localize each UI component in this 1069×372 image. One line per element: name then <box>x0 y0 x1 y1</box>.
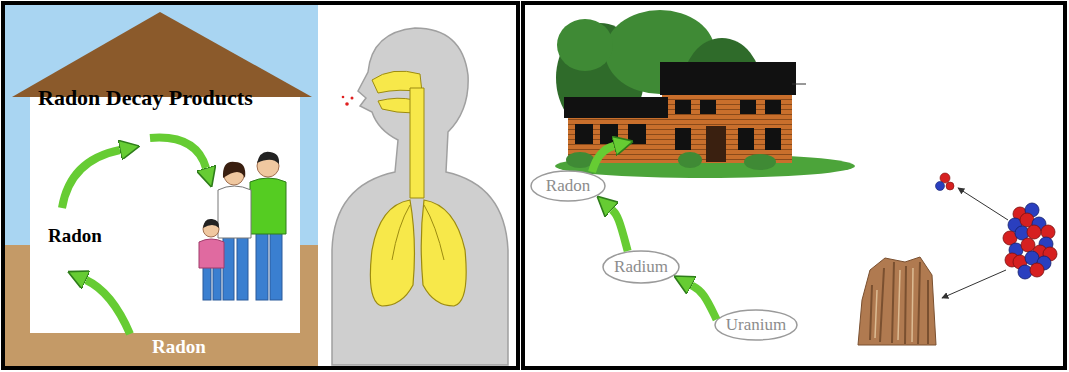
flow-arrow <box>62 150 120 208</box>
leader-line <box>942 270 1006 298</box>
decay-arrow <box>692 286 717 320</box>
ellipse-outline <box>715 310 797 340</box>
node-text-box: Radium <box>602 250 680 284</box>
annotation-text: Radon <box>48 226 102 247</box>
ellipse-outline <box>531 171 605 201</box>
house-illustration <box>555 10 855 178</box>
house-interior <box>30 97 300 333</box>
lung-figure <box>332 28 508 365</box>
decay-arrow <box>612 210 628 251</box>
flow-arrow <box>592 146 614 172</box>
flow-arrow <box>150 138 206 168</box>
node-text: Radon <box>546 177 590 196</box>
panel-border <box>3 3 518 368</box>
node-text-box: Uranium <box>714 309 798 341</box>
leader-line <box>958 188 1008 220</box>
annotation-text: Radon <box>152 337 206 358</box>
decay-ellipse: Radon <box>530 170 606 202</box>
decay-ellipse: Uranium <box>714 309 798 341</box>
panel-border <box>523 3 1065 368</box>
node-text: Uranium <box>726 316 786 335</box>
family <box>199 152 286 300</box>
node-text-box: Radon <box>530 170 606 202</box>
decay-ellipse: Radium <box>602 250 680 284</box>
annotation-text: Radon Decay Products <box>38 86 253 110</box>
alpha-particle <box>936 173 955 191</box>
atom-nucleus <box>1003 203 1057 279</box>
ellipse-outline <box>603 251 679 283</box>
roof <box>12 12 312 97</box>
flow-arrow <box>86 280 130 334</box>
node-text: Radium <box>614 258 668 277</box>
sky <box>5 5 318 367</box>
rock <box>858 257 936 345</box>
